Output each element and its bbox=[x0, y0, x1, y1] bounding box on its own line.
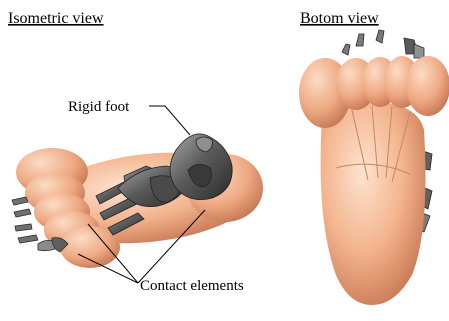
bottom-view-toe-bones bbox=[342, 30, 424, 58]
contact-elements-label: Contact elements bbox=[140, 278, 244, 294]
bottom-view-title: Botom view bbox=[300, 10, 379, 27]
rigid-foot-label: Rigid foot bbox=[68, 99, 130, 115]
bottom-view-toe-contact-element bbox=[406, 56, 449, 116]
rigid-foot-leader-line bbox=[149, 106, 190, 135]
bottom-view-foot-model bbox=[299, 30, 449, 305]
isometric-foot-model bbox=[12, 134, 264, 268]
isometric-view-title: Isometric view bbox=[8, 10, 104, 27]
bottom-view-sole-contact-element bbox=[321, 102, 426, 305]
